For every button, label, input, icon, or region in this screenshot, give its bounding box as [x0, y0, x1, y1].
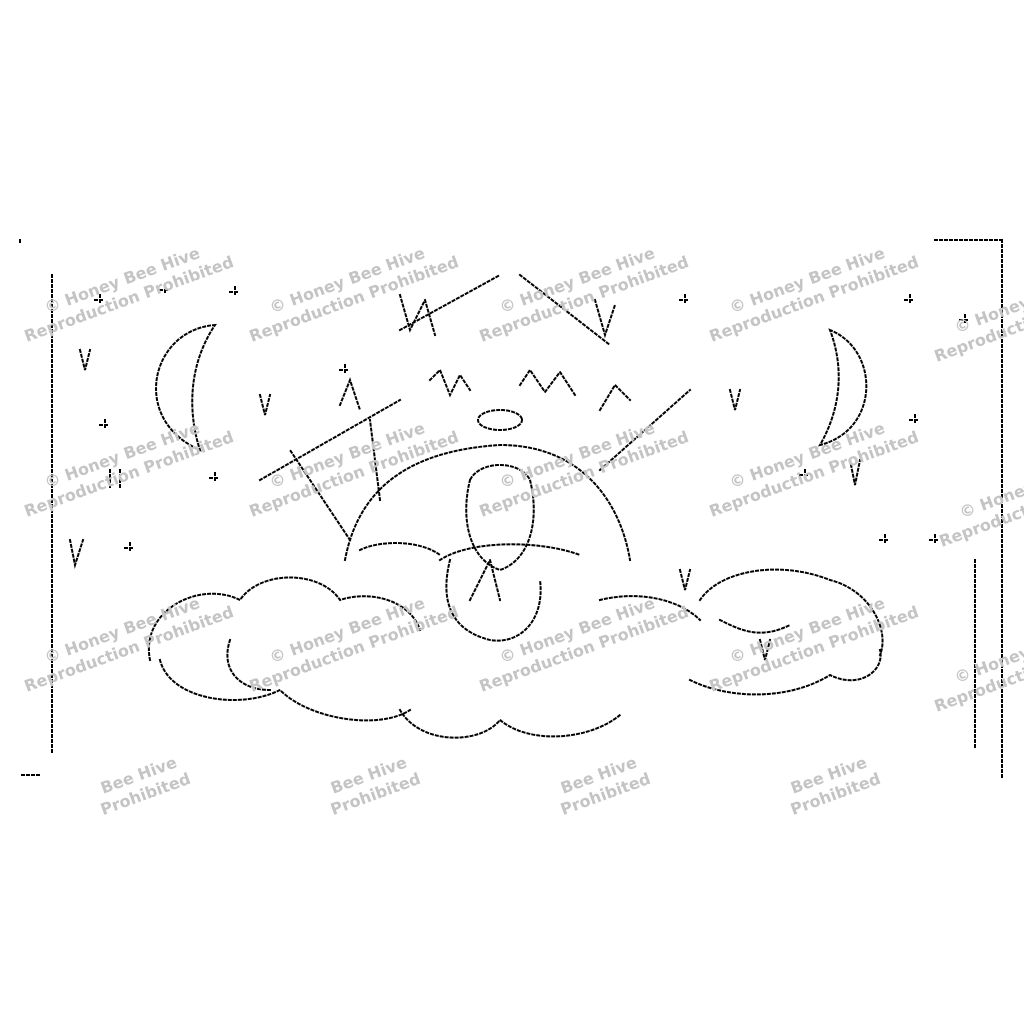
- left-moon-icon: [155, 323, 217, 452]
- angel-figure: [428, 368, 577, 642]
- clouds: [147, 568, 884, 739]
- star-icons: [94, 284, 971, 554]
- border-marks: [19, 239, 1003, 781]
- sun-arc: [343, 443, 632, 562]
- right-moon-icon: [817, 328, 868, 447]
